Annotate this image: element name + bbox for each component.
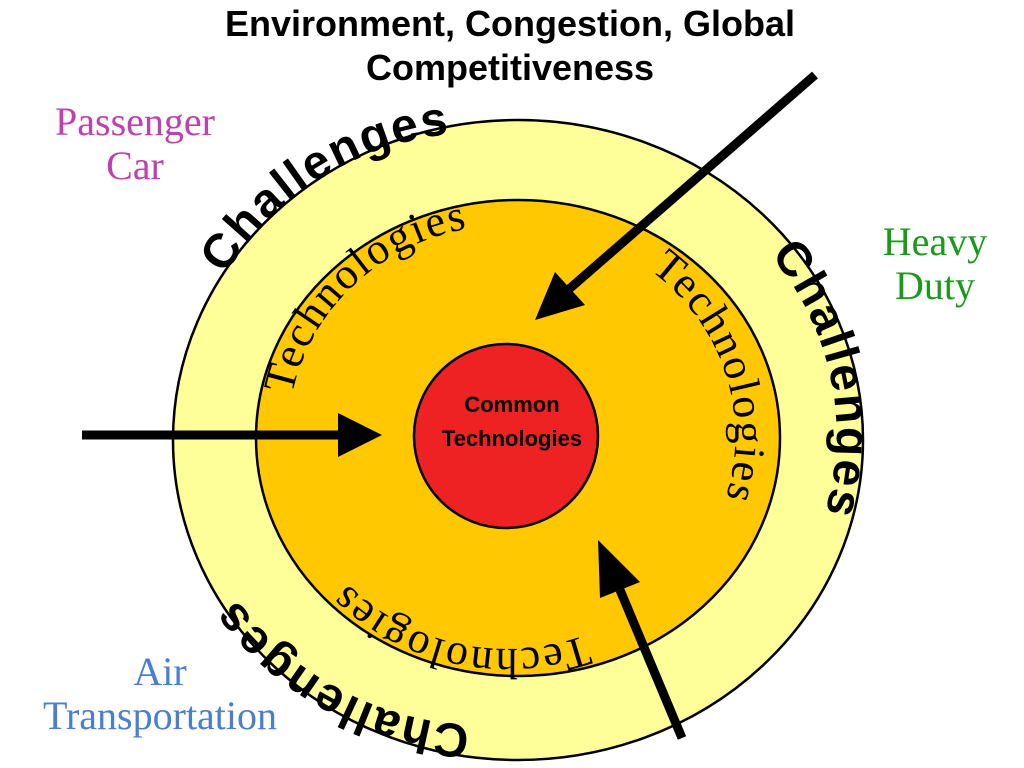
label-passenger-car: Passenger Car — [20, 100, 250, 188]
label-heavy-duty: Heavy Duty — [850, 220, 1020, 308]
diagram-title: Environment, Congestion, Global Competit… — [80, 2, 940, 90]
heavy-line-1: Heavy — [882, 219, 988, 264]
passenger-line-2: Car — [106, 143, 164, 188]
air-line-2: Transportation — [42, 693, 278, 738]
passenger-line-1: Passenger — [55, 99, 215, 144]
arrow-heavy-duty — [535, 71, 818, 320]
core-text-line-2: Technologies — [442, 426, 582, 451]
title-line-2: Competitiveness — [365, 47, 655, 88]
core-circle — [412, 342, 600, 530]
core-text-line-1: Common — [464, 392, 559, 417]
arrow-air-transportation — [598, 540, 687, 740]
air-line-1: Air — [133, 649, 187, 694]
arrow-passenger-car — [82, 413, 382, 457]
label-air-transportation: Air Transportation — [0, 650, 320, 738]
title-line-1: Environment, Congestion, Global — [224, 3, 796, 44]
heavy-line-2: Duty — [895, 263, 975, 308]
